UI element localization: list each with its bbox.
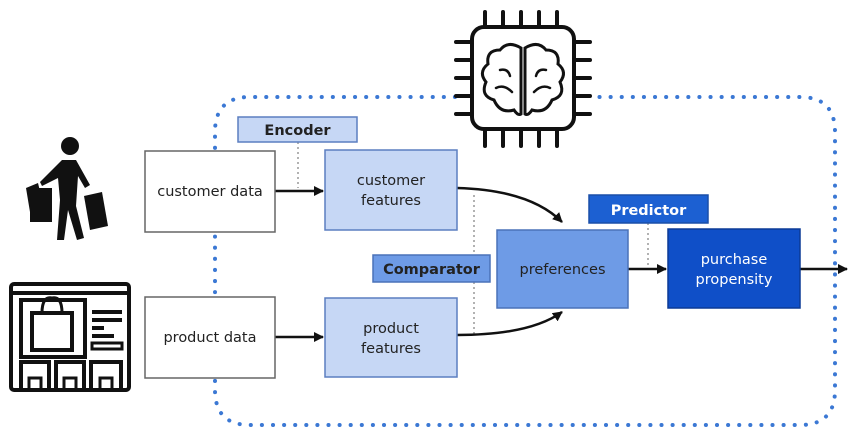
svg-text:propensity: propensity	[696, 272, 773, 288]
svg-text:features: features	[361, 193, 421, 209]
svg-text:purchase: purchase	[701, 252, 768, 268]
svg-text:Predictor: Predictor	[611, 203, 687, 219]
brain-chip-icon	[454, 10, 592, 148]
svg-text:features: features	[361, 341, 421, 357]
product-data-node: product data	[144, 296, 276, 379]
comparator-label: Comparator	[372, 254, 491, 283]
svg-text:preferences: preferences	[520, 262, 606, 278]
svg-text:product data: product data	[163, 330, 256, 346]
svg-text:customer: customer	[357, 173, 425, 189]
flow-arrows	[275, 186, 848, 342]
preferences-node: preferences	[496, 229, 629, 309]
shopper-icon	[26, 137, 108, 240]
dotted-connectors	[297, 142, 649, 335]
model-boundary	[213, 95, 837, 427]
purchase-propensity-node: purchase propensity	[667, 228, 801, 309]
svg-text:Comparator: Comparator	[383, 262, 481, 278]
encoder-label: Encoder	[237, 116, 358, 143]
product-features-node: product features	[324, 297, 458, 378]
svg-text:product: product	[363, 321, 419, 337]
customer-data-node: customer data	[144, 150, 276, 233]
svg-text:Encoder: Encoder	[264, 123, 331, 139]
online-store-icon	[9, 282, 131, 392]
customer-features-node: customer features	[324, 149, 458, 231]
svg-text:customer data: customer data	[157, 184, 263, 200]
predictor-label: Predictor	[588, 194, 709, 224]
